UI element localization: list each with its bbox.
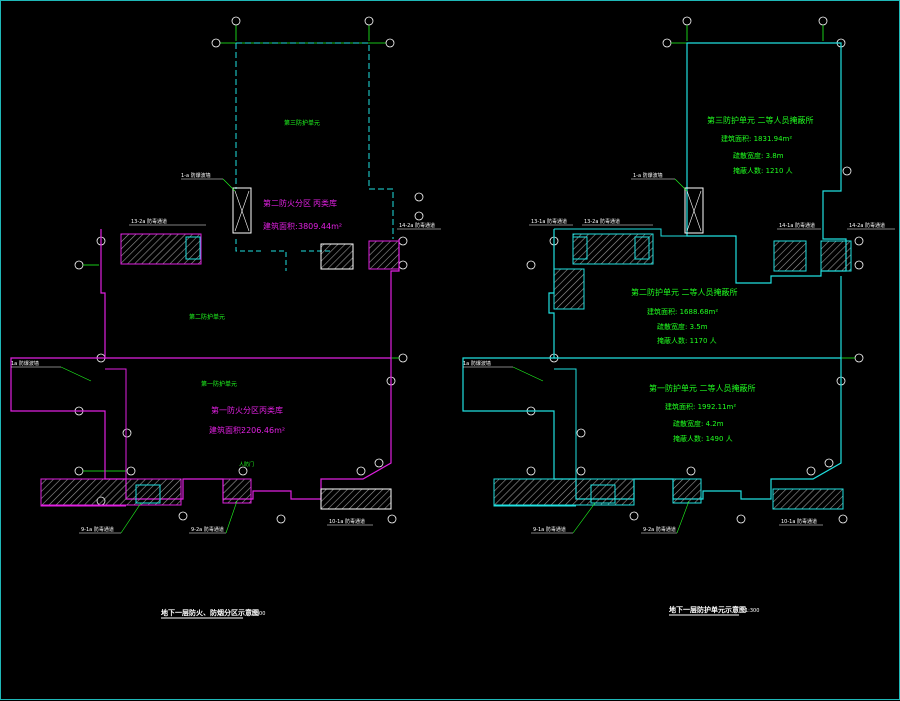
right-door-13-1 xyxy=(572,236,588,260)
right-inner-wall xyxy=(554,368,577,479)
left-callout-7: 10-1a 防毒通道 xyxy=(329,518,365,525)
left-unit2-title: 第二防火分区 xyxy=(263,198,311,208)
left-hatch-block-9 xyxy=(40,478,182,506)
left-callouts: 1-a 防爆波墙 13-2a 防毒通道 14-2a 防毒通道 1a 防爆波墙 9… xyxy=(11,172,441,534)
right-unit2-width: 疏散宽度: 3.5m xyxy=(657,322,708,331)
right-hatch-block-9-2 xyxy=(672,478,702,504)
left-callout-2: 13-2a 防毒通道 xyxy=(131,218,167,225)
right-unit3-area: 建筑面积: 1831.94m² xyxy=(721,134,792,143)
right-door-9-1 xyxy=(590,484,616,504)
right-unit3-title: 第三防护单元 二等人员掩蔽所 xyxy=(707,115,814,125)
left-hatch-block-mid xyxy=(320,243,354,270)
right-callout-3: 13-2a 防毒通道 xyxy=(584,218,620,225)
right-hatch-block-10 xyxy=(772,488,844,510)
left-hatch-block-9-2 xyxy=(222,478,252,504)
right-callout-6: 1a 防爆波墙 xyxy=(463,360,491,367)
right-door-13-2 xyxy=(634,236,650,260)
left-upper-zone-label: 第三防护单元 xyxy=(284,119,320,127)
left-axis-grid xyxy=(74,16,424,524)
right-hatch-block-stair xyxy=(553,268,585,310)
left-callout-8: 人防门 xyxy=(239,461,254,468)
right-unit1-width: 疏散宽度: 4.2m xyxy=(673,419,724,428)
left-caption: 地下一层防火、防烟分区示意图 xyxy=(161,608,259,617)
left-upper-zone-outline xyxy=(235,42,394,239)
right-callout-9: 10-1a 防毒通道 xyxy=(781,518,817,525)
right-callout-8: 9-2a 防毒通道 xyxy=(643,526,676,533)
left-unit1-area-label: 建筑面积: xyxy=(209,425,244,435)
right-unit3-width: 疏散宽度: 3.8m xyxy=(733,151,784,160)
left-unit2-area-label: 建筑面积: xyxy=(263,221,298,231)
right-unit1-area: 建筑面积: 1992.11m² xyxy=(665,402,736,411)
left-unit1-type: 丙类库 xyxy=(259,405,283,415)
left-inner-wall xyxy=(105,368,127,479)
left-unit2-area: 3809.44m² xyxy=(298,222,342,231)
left-callout-5: 9-1a 防毒通道 xyxy=(81,526,114,533)
left-door-13 xyxy=(185,236,201,260)
right-unit1-title: 第一防护单元 二等人员掩蔽所 xyxy=(649,383,756,393)
right-unit1-people: 掩蔽人数: 1490 人 xyxy=(673,434,733,443)
right-hatch-block-14-1 xyxy=(773,240,807,272)
right-hatch-block-9 xyxy=(493,478,635,506)
left-callout-6: 9-2a 防毒通道 xyxy=(191,526,224,533)
right-unit2-title: 第二防护单元 二等人员掩蔽所 xyxy=(631,287,738,297)
left-unit2-type: 丙类库 xyxy=(313,198,337,208)
right-callouts: 1-a 防爆波墙 13-1a 防毒通道 13-2a 防毒通道 14-1a 防毒通… xyxy=(463,172,895,534)
left-callout-4: 1a 防爆波墙 xyxy=(11,360,39,367)
right-unit3-people: 掩蔽人数: 1210 人 xyxy=(733,166,793,175)
left-hatch-block-10 xyxy=(320,488,392,510)
right-floor-plan: 第三防护单元 二等人员掩蔽所 建筑面积: 1831.94m² 疏散宽度: 3.8… xyxy=(462,16,895,616)
right-callout-1: 1-a 防爆波墙 xyxy=(633,172,663,179)
left-middle-zone-label: 第二防护单元 xyxy=(189,313,225,321)
right-callout-4: 14-1a 防毒通道 xyxy=(779,222,815,229)
right-unit2-area: 建筑面积: 1688.68m² xyxy=(647,307,718,316)
left-scale: 1:300 xyxy=(251,611,265,617)
right-caption: 地下一层防护单元示意图 xyxy=(669,605,746,614)
right-unit2-people: 掩蔽人数: 1170 人 xyxy=(657,336,717,345)
right-callout-7: 9-1a 防毒通道 xyxy=(533,526,566,533)
left-upper-zone-bottom xyxy=(235,239,331,271)
left-callout-1: 1-a 防爆波墙 xyxy=(181,172,211,179)
left-blast-wall xyxy=(232,187,252,234)
right-scale: 1:300 xyxy=(745,608,759,614)
left-unit1-title: 第一防火分区 xyxy=(211,405,259,415)
right-callout-2: 13-1a 防毒通道 xyxy=(531,218,567,225)
right-blast-wall xyxy=(684,187,704,234)
right-hatch-block-14-2 xyxy=(820,240,852,272)
left-hatch-block-14 xyxy=(368,240,400,270)
left-lower-zone-label: 第一防护单元 xyxy=(201,380,237,388)
right-callout-5: 14-2a 防毒通道 xyxy=(849,222,885,229)
left-unit1-area: 2206.46m² xyxy=(241,426,285,435)
left-floor-plan: 第三防护单元 第二防护单元 第一防护单元 第二防火分区 丙类库 建筑面积: 38… xyxy=(10,16,441,619)
left-callout-3: 14-2a 防毒通道 xyxy=(399,222,435,229)
left-door-9-1 xyxy=(135,484,161,504)
